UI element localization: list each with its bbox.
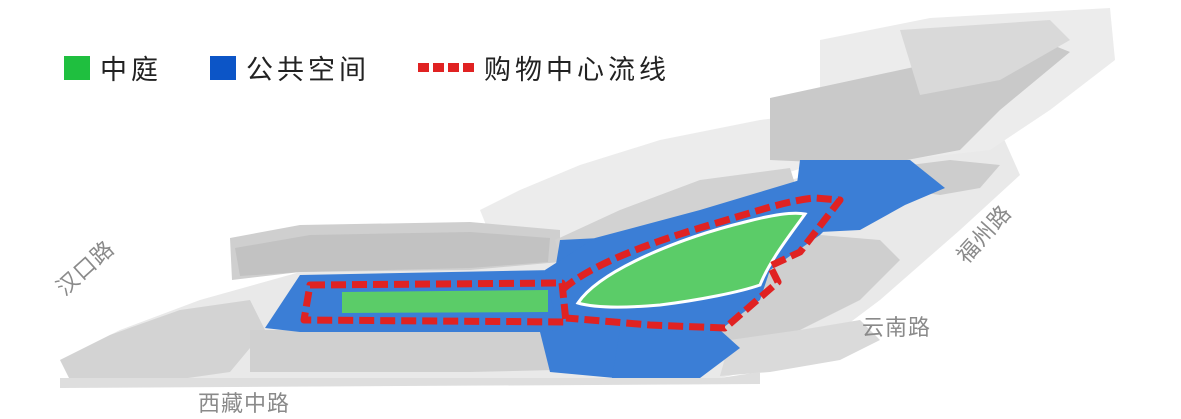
- public-space-east: [795, 160, 945, 232]
- legend-item-public: 公共空间: [210, 48, 370, 87]
- route-west-loop: [300, 279, 570, 326]
- atrium-west: [342, 290, 548, 313]
- south-front-block: [250, 330, 560, 372]
- public-space-southeast: [612, 330, 740, 378]
- street-label-yunnan: 云南路: [862, 316, 932, 341]
- legend-label-atrium: 中庭: [100, 55, 162, 86]
- legend-item-route: 购物中心流线: [418, 48, 670, 87]
- se-block: [720, 320, 880, 376]
- public-space-swatch: [210, 55, 236, 80]
- shopping-route: [300, 194, 844, 332]
- front-curb: [60, 372, 760, 388]
- atrium-swatch: [64, 55, 90, 80]
- public-space-west: [265, 238, 600, 340]
- atriums: [342, 211, 808, 313]
- legend: 中庭 公共空间 购物中心流线: [64, 48, 718, 87]
- street-label-xizang: 西藏中路: [198, 392, 291, 417]
- west-front-block: [60, 300, 265, 382]
- legend-item-atrium: 中庭: [64, 48, 162, 87]
- atrium-east: [575, 211, 808, 309]
- legend-label-route: 购物中心流线: [484, 55, 670, 86]
- legend-label-public: 公共空间: [246, 55, 370, 86]
- route-east-loop: [559, 194, 844, 332]
- route-swatch: [418, 63, 474, 72]
- ne-tower-roof: [900, 20, 1070, 95]
- west-wing-roof: [235, 232, 550, 276]
